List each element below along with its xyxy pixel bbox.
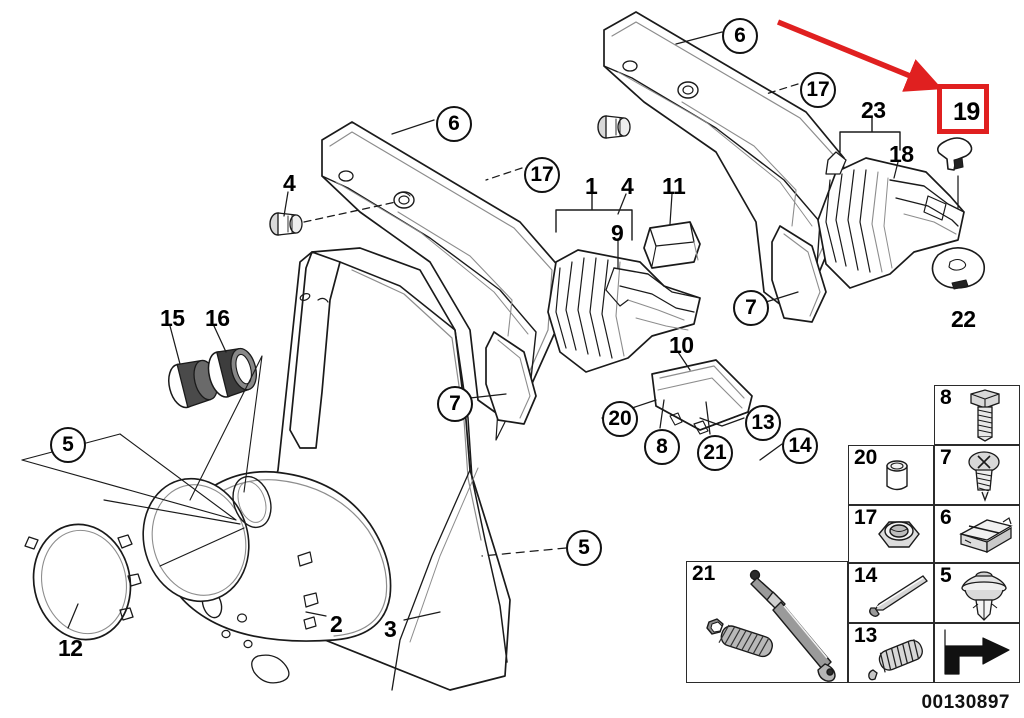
part-label-1: 1: [585, 173, 598, 199]
legend-label-7: 7: [940, 446, 952, 469]
circled-callout-13: 13: [745, 405, 781, 441]
legend-cell-7: 7: [934, 445, 1020, 505]
legend-cell-13: 13: [848, 623, 934, 683]
red-annotation-arrow: [776, 19, 943, 92]
legend-label-20: 20: [854, 446, 878, 469]
part-15-16-tweeter-rings: [168, 347, 257, 409]
legend-label-6: 6: [940, 506, 952, 529]
circled-callout-17: 17: [524, 157, 560, 193]
legend-cell-8: 8: [934, 385, 1020, 445]
part-label-23: 23: [861, 97, 886, 123]
legend-label-17: 17: [854, 506, 878, 529]
legend-art-long-pin-rod: [869, 575, 928, 617]
legend-cell-14: 14: [848, 563, 934, 623]
part-label-9: 9: [611, 220, 624, 246]
part-label-3: 3: [384, 616, 397, 642]
part-19-trim-clip: [937, 137, 973, 171]
legend-cell-21: 21: [686, 561, 848, 683]
part-label-16: 16: [205, 305, 230, 331]
circled-callout-20: 20: [602, 401, 638, 437]
part-7-lower-trim-left: [485, 331, 537, 425]
legend-art-direction-arrow: [944, 629, 1010, 675]
part-label-12: 12: [58, 635, 83, 661]
legend-label-5: 5: [940, 564, 952, 587]
part-11-cover-pad: [643, 221, 701, 269]
part-7-lower-trim-right: [771, 225, 827, 323]
legend-cell-20: 20: [848, 445, 934, 505]
part-label-4: 4: [621, 173, 634, 199]
part-18-ribbed-bracket: [817, 157, 965, 289]
legend-cell-6: 6: [934, 505, 1020, 563]
circled-callout-6: 6: [436, 106, 472, 142]
part-label-2: 2: [330, 611, 343, 637]
part-label-15: 15: [160, 305, 185, 331]
legend-art-gas-strut: [706, 569, 836, 682]
circled-callout-6: 6: [722, 18, 758, 54]
legend-art-pan-head-screw: [968, 451, 1000, 502]
circled-callout-14: 14: [782, 428, 818, 464]
part-10-storage-lid: [651, 359, 753, 435]
circled-callout-5: 5: [50, 427, 86, 463]
legend-art-hex-head-bolt: [970, 389, 1000, 442]
circled-callout-21: 21: [697, 435, 733, 471]
legend-art-expanding-rivet: [961, 571, 1007, 621]
part-9-ribbed-bracket: [547, 249, 701, 373]
drawing-number: 00130897: [921, 692, 1010, 713]
legend-art-lock-nut: [878, 521, 920, 548]
part-label-11: 11: [662, 173, 686, 199]
legend-grid: 8 20 7: [848, 385, 1020, 683]
circled-callout-8: 8: [644, 429, 680, 465]
legend-cell-5: 5: [934, 563, 1020, 623]
leader-lines: [21, 31, 959, 629]
part-23-bracket: [825, 151, 847, 175]
legend-label-8: 8: [940, 386, 952, 409]
highlight-box-item-19: 19: [937, 84, 989, 134]
part-4-plug-right: [597, 115, 631, 139]
part-22-cap: [931, 247, 986, 290]
legend-cell-direction-arrow: [934, 623, 1020, 683]
legend-label-21: 21: [692, 562, 716, 585]
legend-cell-17: 17: [848, 505, 934, 563]
circled-callout-7: 7: [437, 386, 473, 422]
legend-label-13: 13: [854, 624, 878, 647]
part-12-speaker-grille-ring: [24, 523, 142, 641]
circled-callout-17: 17: [800, 72, 836, 108]
legend-art-bushing-grommet: [886, 460, 908, 491]
legend-art-tension-spring: [868, 639, 923, 681]
highlight-label: 19: [953, 98, 980, 126]
part-label-22: 22: [951, 306, 976, 332]
part-4-plug-left: [269, 212, 303, 236]
part-label-18: 18: [889, 141, 914, 167]
circled-callout-7: 7: [733, 290, 769, 326]
legend-label-14: 14: [854, 564, 878, 587]
part-label-10: 10: [669, 332, 694, 358]
circled-callout-5: 5: [566, 530, 602, 566]
part-label-4: 4: [283, 170, 296, 196]
legend-art-metal-spring-clip: [959, 517, 1013, 554]
